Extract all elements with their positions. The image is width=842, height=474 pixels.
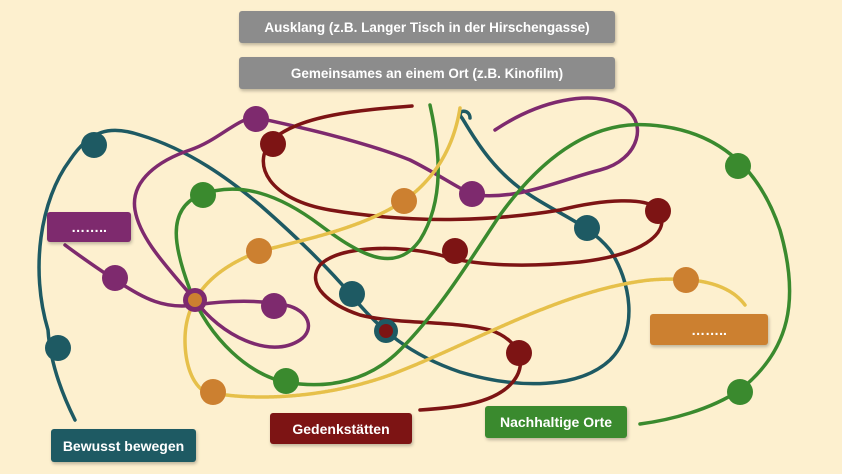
gemeinsames-label: Gemeinsames an einem Ort (z.B. Kinofilm) [239, 57, 615, 89]
ausklang-label: Ausklang (z.B. Langer Tisch in der Hirsc… [239, 11, 615, 43]
teal-node [45, 335, 71, 361]
nachhaltige-orte-label: Nachhaltige Orte [485, 406, 627, 438]
purple-node [243, 106, 269, 132]
purple-node [102, 265, 128, 291]
darkred-strand [261, 104, 664, 412]
purple-placeholder-label: …….. [47, 212, 131, 242]
orange-node [246, 238, 272, 264]
darkred-node [506, 340, 532, 366]
teal-node [81, 132, 107, 158]
gedenkstaetten-label: Gedenkstätten [270, 413, 412, 444]
darkred-node [645, 198, 671, 224]
purple-strand [63, 96, 640, 349]
junction-teal-red-inner [379, 324, 393, 338]
bewusst-bewegen-label: Bewusst bewegen [51, 429, 196, 462]
junction-purple-orange-inner [188, 293, 202, 307]
darkred-node [442, 238, 468, 264]
purple-node [261, 293, 287, 319]
purple-node [459, 181, 485, 207]
green-node [190, 182, 216, 208]
green-node [727, 379, 753, 405]
green-strand [174, 103, 792, 426]
darkred-node [260, 131, 286, 157]
green-node [725, 153, 751, 179]
orange-node [200, 379, 226, 405]
orange-node [391, 188, 417, 214]
orange-placeholder-label: …….. [650, 314, 768, 345]
teal-node [574, 215, 600, 241]
orange-node [673, 267, 699, 293]
teal-node [339, 281, 365, 307]
green-node [273, 368, 299, 394]
